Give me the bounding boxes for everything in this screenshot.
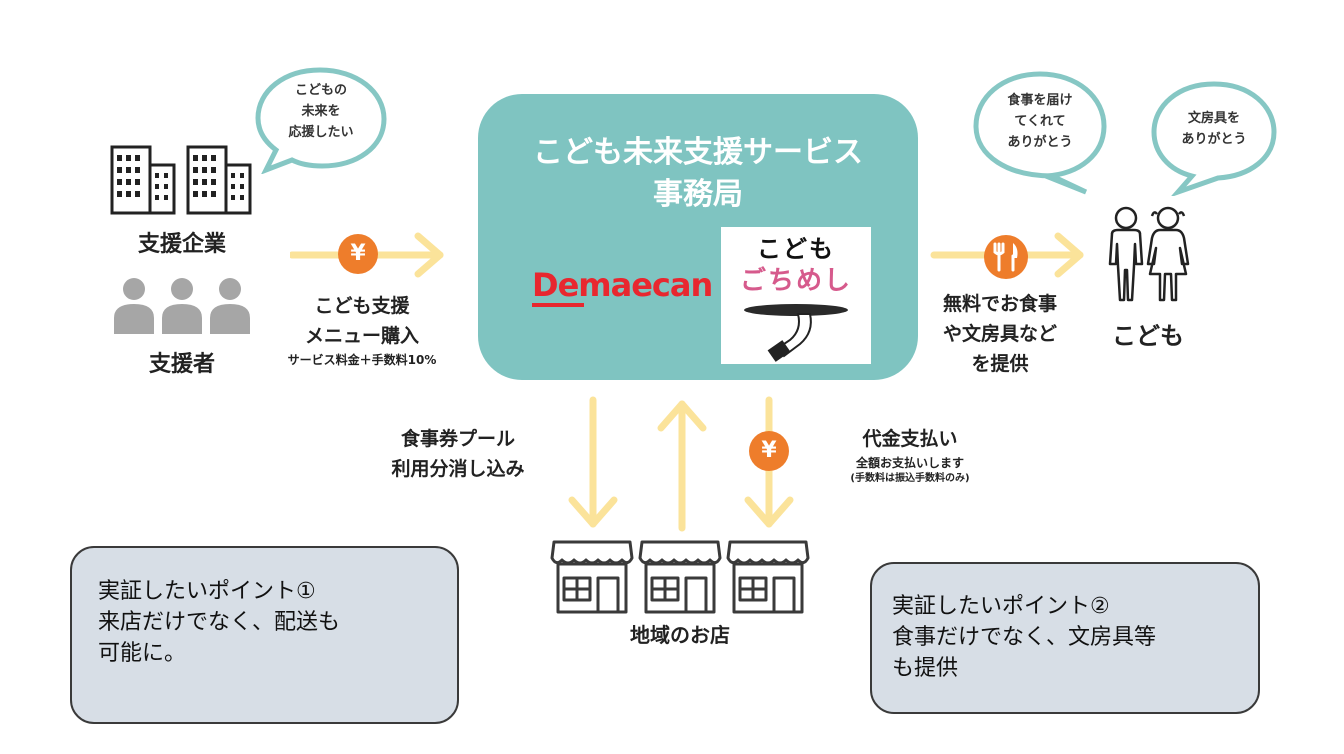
- children-bubble2-line1: 文房具を: [1187, 111, 1240, 126]
- point1-line1: 実証したいポイント①: [98, 579, 316, 604]
- yen-icon: ¥: [338, 234, 378, 274]
- supporter-bubble-line3: 応援したい: [288, 125, 354, 140]
- gochimeshi-line1: こども: [757, 235, 835, 263]
- supporter-bubble-line2: 未来を: [301, 104, 341, 119]
- payment-sub1: 全額お支払いします: [855, 456, 964, 470]
- thanks-stationery-speech-bubble: [1151, 81, 1277, 196]
- provide-line3: を提供: [971, 353, 1029, 375]
- point1-line3: 可能に。: [98, 641, 187, 666]
- point1-box: [70, 546, 459, 724]
- serving-tray-icon: [744, 304, 848, 362]
- demaecan-underline: [532, 303, 584, 307]
- pool-down-arrow: [568, 396, 618, 528]
- demaecan-logo: Demaecan: [532, 266, 713, 304]
- children-bubble1-line2: てくれて: [1014, 114, 1066, 129]
- children-bubble2-line2: ありがとう: [1181, 132, 1247, 147]
- point2-box: [870, 562, 1260, 714]
- gochimeshi-line2: ごちめし: [739, 266, 852, 296]
- payment-title: 代金支払い: [862, 428, 958, 450]
- point2-line2: 食事だけでなく、文房具等: [892, 625, 1157, 650]
- company-buildings-icon: [110, 145, 252, 215]
- local-shops-icon: [550, 540, 810, 614]
- children-bubble1-line3: ありがとう: [1007, 135, 1073, 150]
- purchase-line2: メニュー購入: [304, 325, 419, 347]
- supporter-speech-bubble: [255, 67, 387, 174]
- payment-sub2: (手数料は振込手数料のみ): [850, 473, 970, 484]
- company-label: 支援企業: [137, 232, 226, 257]
- fork-knife-icon: [984, 235, 1028, 279]
- point2-line3: も提供: [892, 656, 959, 681]
- thanks-meal-speech-bubble: [973, 71, 1107, 195]
- pool-line1: 食事券プール: [400, 428, 515, 450]
- supporter-bubble-line1: こどもの: [294, 83, 347, 98]
- children-bubble1-line1: 食事を届け: [1007, 93, 1073, 108]
- children-label: こども: [1112, 322, 1184, 350]
- shop-up-arrow: [657, 400, 707, 532]
- purchase-sub: サービス料金＋手数料10%: [287, 353, 437, 367]
- point2-line1: 実証したいポイント②: [892, 594, 1110, 619]
- provide-line1: 無料でお食事: [942, 293, 1057, 315]
- supporter-people-icon: [114, 278, 250, 334]
- service-title-line2: 事務局: [653, 177, 743, 212]
- payment-yen-icon: ¥: [749, 431, 789, 471]
- supporter-label: 支援者: [148, 352, 215, 377]
- pool-line2: 利用分消し込み: [391, 458, 525, 480]
- shops-label: 地域のお店: [630, 623, 730, 647]
- provide-line2: や文房具など: [942, 323, 1057, 345]
- point1-line2: 来店だけでなく、配送も: [98, 610, 341, 635]
- purchase-line1: こども支援: [314, 295, 410, 317]
- service-title-line1: こども未来支援サービス: [533, 135, 863, 170]
- children-icon: [1108, 206, 1190, 302]
